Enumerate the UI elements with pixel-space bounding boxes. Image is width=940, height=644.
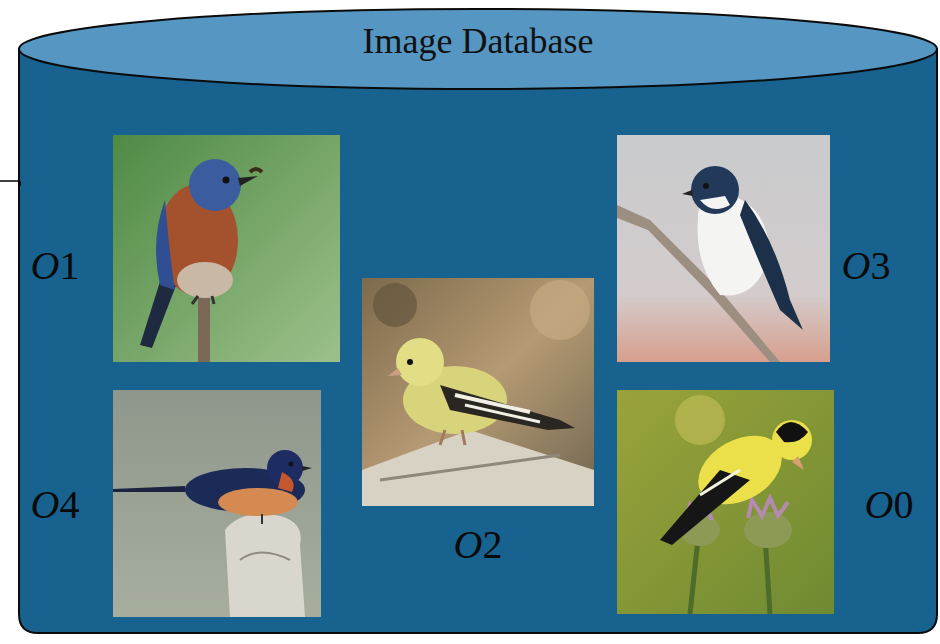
object-label: O2 bbox=[454, 525, 503, 565]
object-label: O0 bbox=[865, 485, 914, 525]
object-label: O4 bbox=[31, 485, 80, 525]
finch-photo bbox=[362, 278, 594, 506]
bluebird-photo bbox=[113, 135, 340, 362]
object-label: O1 bbox=[31, 246, 80, 286]
database-title: Image Database bbox=[18, 22, 938, 62]
barn-swallow-photo bbox=[113, 390, 321, 617]
goldfinch-photo bbox=[617, 390, 834, 614]
object-label: O3 bbox=[842, 246, 891, 286]
incoming-arrow bbox=[0, 181, 20, 186]
swallow-photo bbox=[617, 135, 830, 362]
